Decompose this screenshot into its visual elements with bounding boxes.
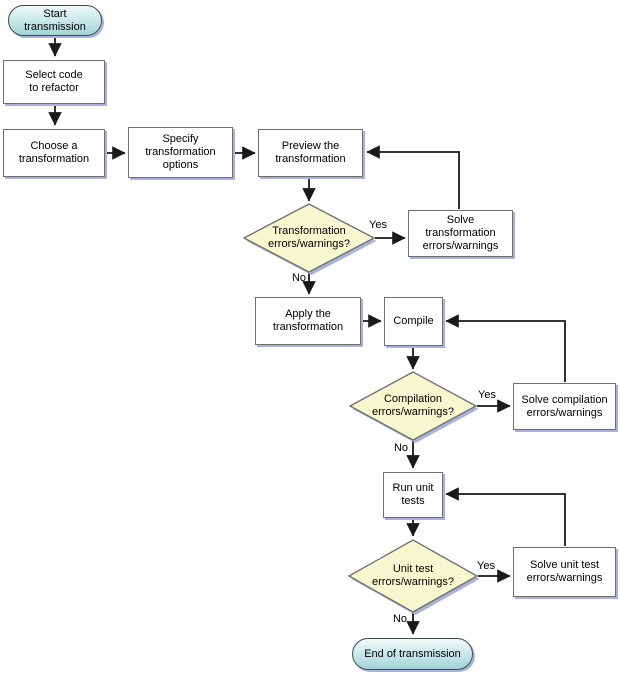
node-choose-transformation: Choose a transformation xyxy=(3,129,105,177)
node-end: End of transmission xyxy=(352,638,473,670)
node-start: Start transmission xyxy=(8,5,102,36)
node-preview-transformation: Preview the transformation xyxy=(258,129,363,177)
node-run-unit-tests: Run unit tests xyxy=(383,472,443,518)
decision-unit-test-label: Unit test errors/warnings? xyxy=(372,563,454,588)
edge-solve-transformation-to-preview xyxy=(366,145,460,209)
unit-test-decision-shape xyxy=(347,539,479,613)
node-apply-transformation: Apply the transformation xyxy=(255,297,361,345)
edge-label-compilation-yes: Yes xyxy=(478,389,496,401)
edge-label-compilation-no: No xyxy=(393,442,408,454)
transformation-decision-shape xyxy=(242,203,376,273)
edge-label-transformation-no: No xyxy=(291,272,306,284)
edge-solve-compilation-to-compile xyxy=(445,314,566,382)
node-solve-unit-test: Solve unit test errors/warnings xyxy=(513,547,616,597)
node-solve-compilation: Solve compilation errors/warnings xyxy=(513,383,616,430)
edge-label-unit-test-yes: Yes xyxy=(477,560,495,572)
decision-compilation-label: Compilation errors/warnings? xyxy=(372,393,454,418)
node-specify-options: Specify transformation options xyxy=(128,127,233,178)
edge-label-unit-test-no: No xyxy=(392,613,407,625)
node-solve-transformation: Solve transformation errors/warnings xyxy=(408,210,513,257)
node-compile: Compile xyxy=(384,297,443,346)
decision-transformation-label: Transformation errors/warnings? xyxy=(268,225,350,250)
compilation-decision-shape xyxy=(348,371,478,441)
edge-solve-unit-test-to-run-tests xyxy=(445,487,566,546)
node-select-code: Select code to refactor xyxy=(3,60,105,104)
edge-label-transformation-yes: Yes xyxy=(369,219,387,231)
